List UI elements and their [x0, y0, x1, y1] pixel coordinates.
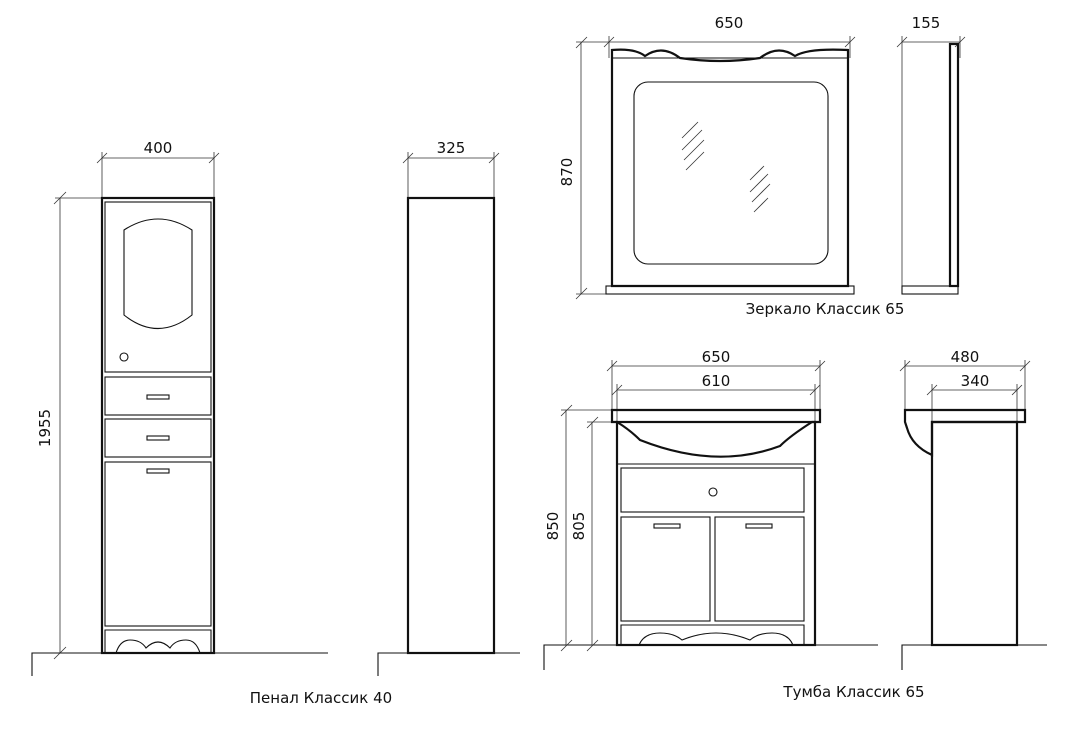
penal-side-view [377, 152, 520, 676]
tumba-caption: Тумба Классик 65 [782, 683, 924, 701]
penal-width-label: 400 [144, 139, 173, 157]
mirror-front-view [575, 36, 856, 300]
penal-depth-label: 325 [437, 139, 466, 157]
tumba-side-view [899, 360, 1047, 670]
penal-front-view [31, 152, 328, 676]
tumba-front-view [543, 360, 878, 670]
tumba-depth-inner-label: 340 [961, 372, 990, 390]
mirror-height-label: 870 [558, 158, 576, 187]
mirror-depth-label: 155 [912, 14, 941, 32]
mirror-side-view [896, 36, 966, 295]
tumba-width-inner-label: 610 [702, 372, 731, 390]
tumba-depth-outer-label: 480 [951, 348, 980, 366]
tumba-height-total-label: 850 [544, 512, 562, 541]
penal-caption: Пенал Классик 40 [250, 689, 392, 707]
mirror-width-label: 650 [715, 14, 744, 32]
penal-height-label: 1955 [36, 409, 54, 447]
tumba-height-body-label: 805 [570, 512, 588, 541]
mirror-caption: Зеркало Классик 65 [746, 300, 905, 318]
tumba-width-outer-label: 650 [702, 348, 731, 366]
